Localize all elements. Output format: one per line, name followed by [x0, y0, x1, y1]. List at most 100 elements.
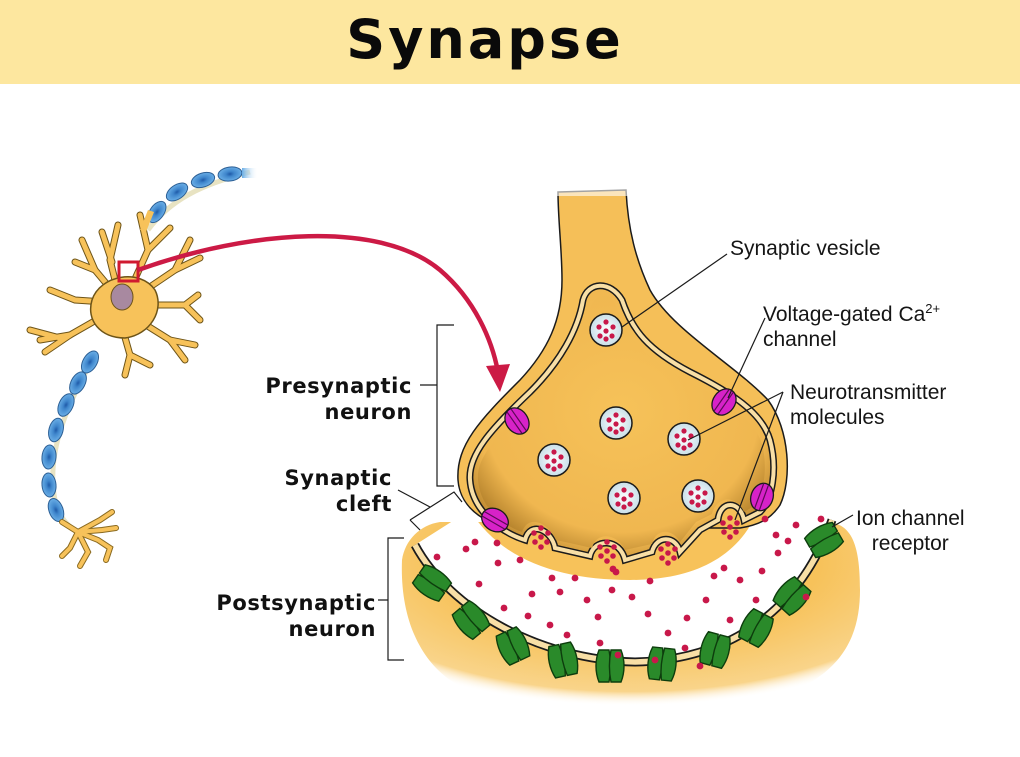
neurotransmitter-dot [620, 417, 626, 423]
receptor-subunit [711, 633, 731, 670]
synaptic-vesicle [607, 481, 641, 515]
neurotransmitter-dot [544, 454, 550, 460]
leader-ca-channel [727, 317, 766, 399]
receptor-subunit [748, 613, 774, 649]
channel-pore [754, 483, 765, 509]
neurotransmitter-dot [726, 616, 734, 624]
neurotransmitter-dot [596, 639, 604, 647]
ion-channel-receptor [738, 607, 774, 649]
synaptic-vesicle [599, 406, 633, 440]
label-presynaptic-neuron: Presynaptic neuron [200, 373, 412, 425]
neurotransmitter-dot [674, 433, 680, 439]
neurotransmitter-dot [621, 487, 627, 493]
neurotransmitter-dot [720, 564, 728, 572]
neurotransmitter-dot [544, 539, 550, 545]
nucleus [110, 283, 134, 311]
neurotransmitter-dot [613, 421, 619, 427]
label-pre-line2: neuron [324, 400, 412, 424]
zoom-arrow [137, 233, 510, 392]
fusing-vesicle [720, 515, 740, 540]
neurotransmitter-dot [664, 629, 672, 637]
neurotransmitter-dot [548, 574, 556, 582]
label-neurotransmitter-molecules: Neurotransmitter molecules [790, 380, 946, 430]
fusing-vesicle [597, 539, 617, 564]
channel-pore [713, 389, 730, 412]
neurotransmitter-dot [688, 490, 694, 496]
neurotransmitter-dot [658, 546, 664, 552]
neurotransmitter-dot [516, 556, 524, 564]
neurotransmitter-dot [583, 596, 591, 604]
neurotransmitter-dot [604, 558, 610, 564]
neurotransmitter-dot [606, 417, 612, 423]
receptor-subunit [660, 647, 677, 682]
neurotransmitter-dot [659, 555, 665, 561]
neurotransmitter-dot [603, 319, 609, 325]
neurotransmitter-dot [545, 530, 551, 536]
neurotransmitter-dot [665, 550, 671, 556]
neurotransmitter-dot [494, 559, 502, 567]
neurotransmitter-dot [665, 560, 671, 566]
neurotransmitter-dot [621, 496, 627, 502]
neurotransmitter-dot [628, 492, 634, 498]
neurotransmitter-dot [609, 565, 617, 573]
neurotransmitter-dot [695, 502, 701, 508]
leader-nt-1 [687, 391, 784, 441]
neurotransmitter-dot [462, 545, 470, 553]
ion-channel-receptor [495, 626, 531, 666]
receptor-subunit [608, 649, 625, 683]
synaptic-vesicle [537, 443, 571, 477]
neurotransmitter-dot [727, 515, 733, 521]
neurotransmitter-dot [604, 548, 610, 554]
neurotransmitter-dot [619, 426, 625, 432]
ion-channel-receptor [772, 575, 812, 617]
synaptic-vesicle [667, 422, 701, 456]
label-voltage-gated-line1: Voltage-gated Ca2+ [763, 296, 940, 327]
channel-pore [481, 515, 506, 530]
label-synaptic-cleft: Synaptic cleft [230, 465, 392, 517]
neurotransmitter-molecules [433, 515, 825, 670]
myelin-sheath-lower [41, 350, 100, 523]
neurotransmitter-dot [689, 499, 695, 505]
calcium-channel [504, 407, 530, 435]
leader-synaptic-vesicle [621, 253, 728, 328]
neurotransmitter-dot [758, 567, 766, 575]
calcium-channel [711, 388, 737, 416]
receptor-subunit [781, 583, 812, 617]
neurotransmitter-dot [621, 504, 627, 510]
label-postsynaptic-neuron: Postsynaptic neuron [180, 590, 376, 642]
calcium-channel-body [504, 407, 530, 435]
channel-pore [510, 408, 527, 431]
label-synaptic-vesicle-text: Synaptic vesicle [730, 237, 881, 260]
ion-channel-receptor [547, 641, 579, 679]
neurotransmitter-dot [500, 604, 508, 612]
neurotransmitter-dot [611, 544, 617, 550]
neurotransmitter-dot [651, 656, 659, 664]
neurotransmitter-dot [710, 572, 718, 580]
neurotransmitter-dot [594, 613, 602, 621]
neurotransmitter-dot [720, 520, 726, 526]
neurotransmitter-dot [532, 539, 538, 545]
receptor-subunit [460, 599, 491, 633]
neurotransmitter-dot [609, 333, 615, 339]
neurotransmitter-dot [702, 596, 710, 604]
neurotransmitter-dot [665, 541, 671, 547]
neurotransmitter-dot [614, 492, 620, 498]
neurotransmitter-dot [696, 662, 704, 670]
neurotransmitter-dot [683, 614, 691, 622]
neurotransmitter-dot [597, 544, 603, 550]
neurotransmitter-dot [603, 328, 609, 334]
synaptic-vesicles [537, 313, 715, 515]
label-nt-line1: Neurotransmitter [790, 381, 947, 404]
ion-channel-receptor [647, 646, 677, 682]
neurotransmitter-dot [608, 586, 616, 594]
label-post-line1: Postsynaptic [216, 591, 376, 615]
neuron-illustration [26, 166, 258, 569]
neurotransmitter-dot [538, 525, 544, 531]
neurotransmitter-dot [607, 426, 613, 432]
neurotransmitter-dot [524, 612, 532, 620]
receptor-subunit [506, 626, 531, 661]
bracket-presynaptic [420, 324, 454, 487]
neurotransmitter-dot [615, 501, 621, 507]
neurotransmitter-dot [628, 593, 636, 601]
ion-channel-receptor [451, 599, 491, 641]
